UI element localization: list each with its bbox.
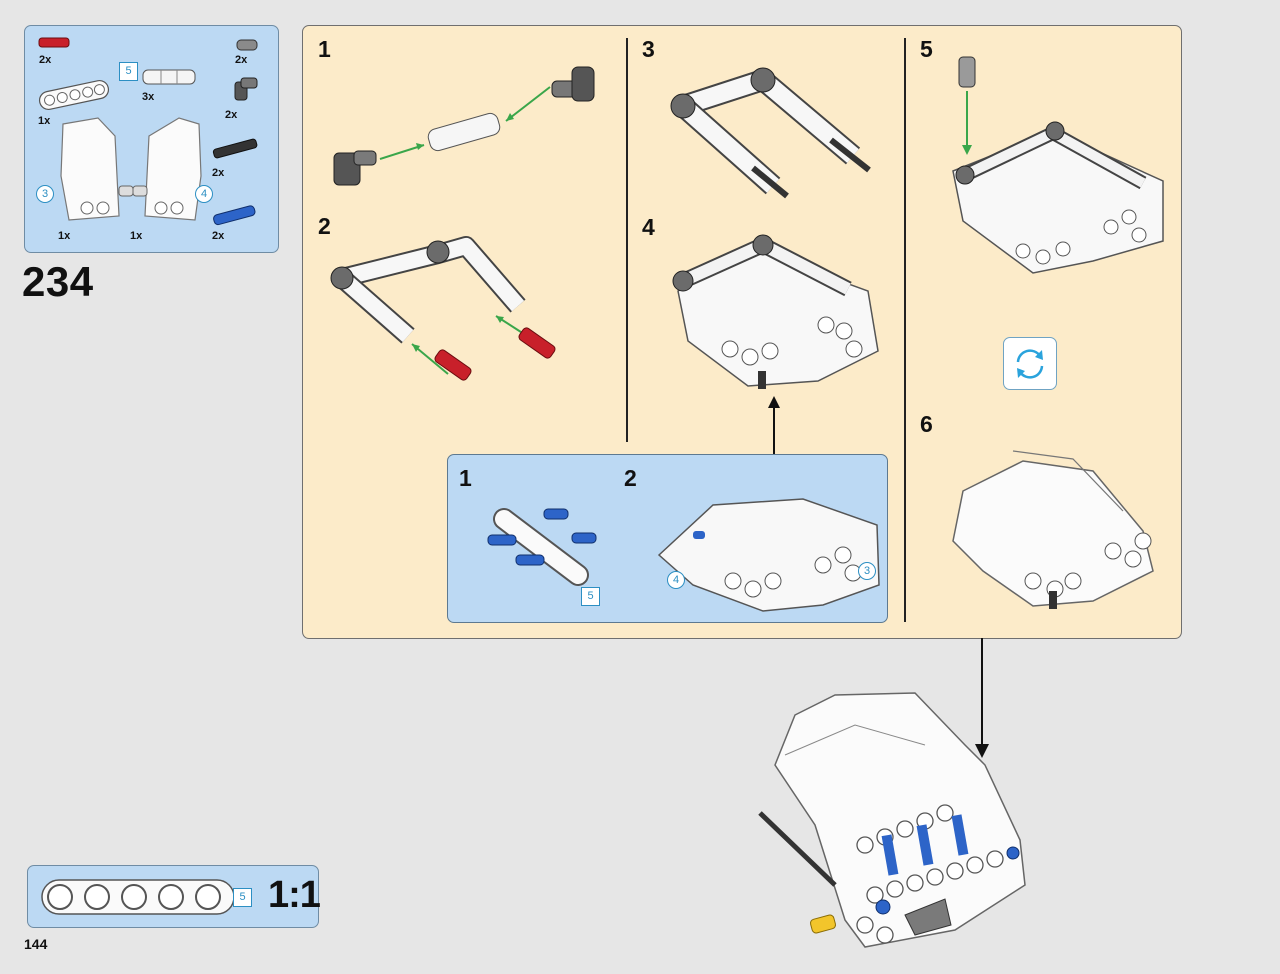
parts-callout: 2x 3x 5 1x 2x 2x 2x 3 4 1x 1x [24,25,279,253]
angle-connector-icon [234,77,258,101]
scale-label: 1:1 [268,874,321,916]
substep-5-number: 5 [920,36,933,62]
blue-pin-icon [213,205,256,226]
length-badge: 5 [119,62,138,81]
qty-angle-connector: 2x [225,109,238,121]
substep-5-illustration [952,56,1164,274]
beam-scale-icon [41,879,235,915]
down-arrow-icon [975,638,989,758]
sub-assembly-marker-4: 4 [667,571,685,589]
substep-1-illustration [333,66,595,186]
white-panel-left-icon [60,117,134,221]
marker-3: 3 [36,185,54,203]
qty-panel-right: 1x [130,230,143,242]
step-number: 234 [22,258,94,305]
page-number: 144 [24,936,48,952]
qty-red-pin: 2x [39,54,52,66]
column-divider [626,38,628,442]
sub-assembly-step-2: 2 [624,465,637,491]
white-panel-right-icon [132,117,202,221]
substep-1-number: 1 [318,36,331,62]
substep-2-number: 2 [318,213,331,239]
marker-4: 4 [195,185,213,203]
sub-assembly-1-illustration [487,508,597,586]
substep-3-illustration [670,67,871,199]
column-divider [904,38,906,622]
grey-connector-icon [236,39,258,51]
scale-ruler: 5 1:1 [27,865,321,928]
white-pin-icon [142,69,196,85]
qty-white-pin: 3x [142,91,155,103]
substep-3-number: 3 [642,36,655,62]
substep-4-number: 4 [642,214,655,240]
substep-6-number: 6 [920,411,933,437]
qty-panel-left: 1x [58,230,71,242]
sub-assembly-length-badge: 5 [581,587,600,606]
sub-assembly-step-1: 1 [459,465,472,491]
sub-assembly-2-illustration [657,498,880,612]
beam-5-icon [38,79,110,111]
up-arrow-icon [768,396,780,454]
assembled-model-illustration [758,692,1026,948]
substep-6-illustration [952,450,1154,609]
qty-beam: 1x [38,115,51,127]
substep-4-illustration [672,234,879,389]
qty-black-axle: 2x [212,167,225,179]
rotate-model-icon [1003,337,1057,390]
qty-blue-pin: 2x [212,230,225,242]
red-pin-icon [38,37,70,48]
substep-2-illustration [330,236,556,381]
qty-grey-connector: 2x [235,54,248,66]
scale-length-badge: 5 [233,888,252,907]
sub-assembly-callout: 1 2 5 4 3 [447,454,888,623]
black-axle-icon [212,138,258,159]
sub-assembly-marker-3: 3 [858,562,876,580]
